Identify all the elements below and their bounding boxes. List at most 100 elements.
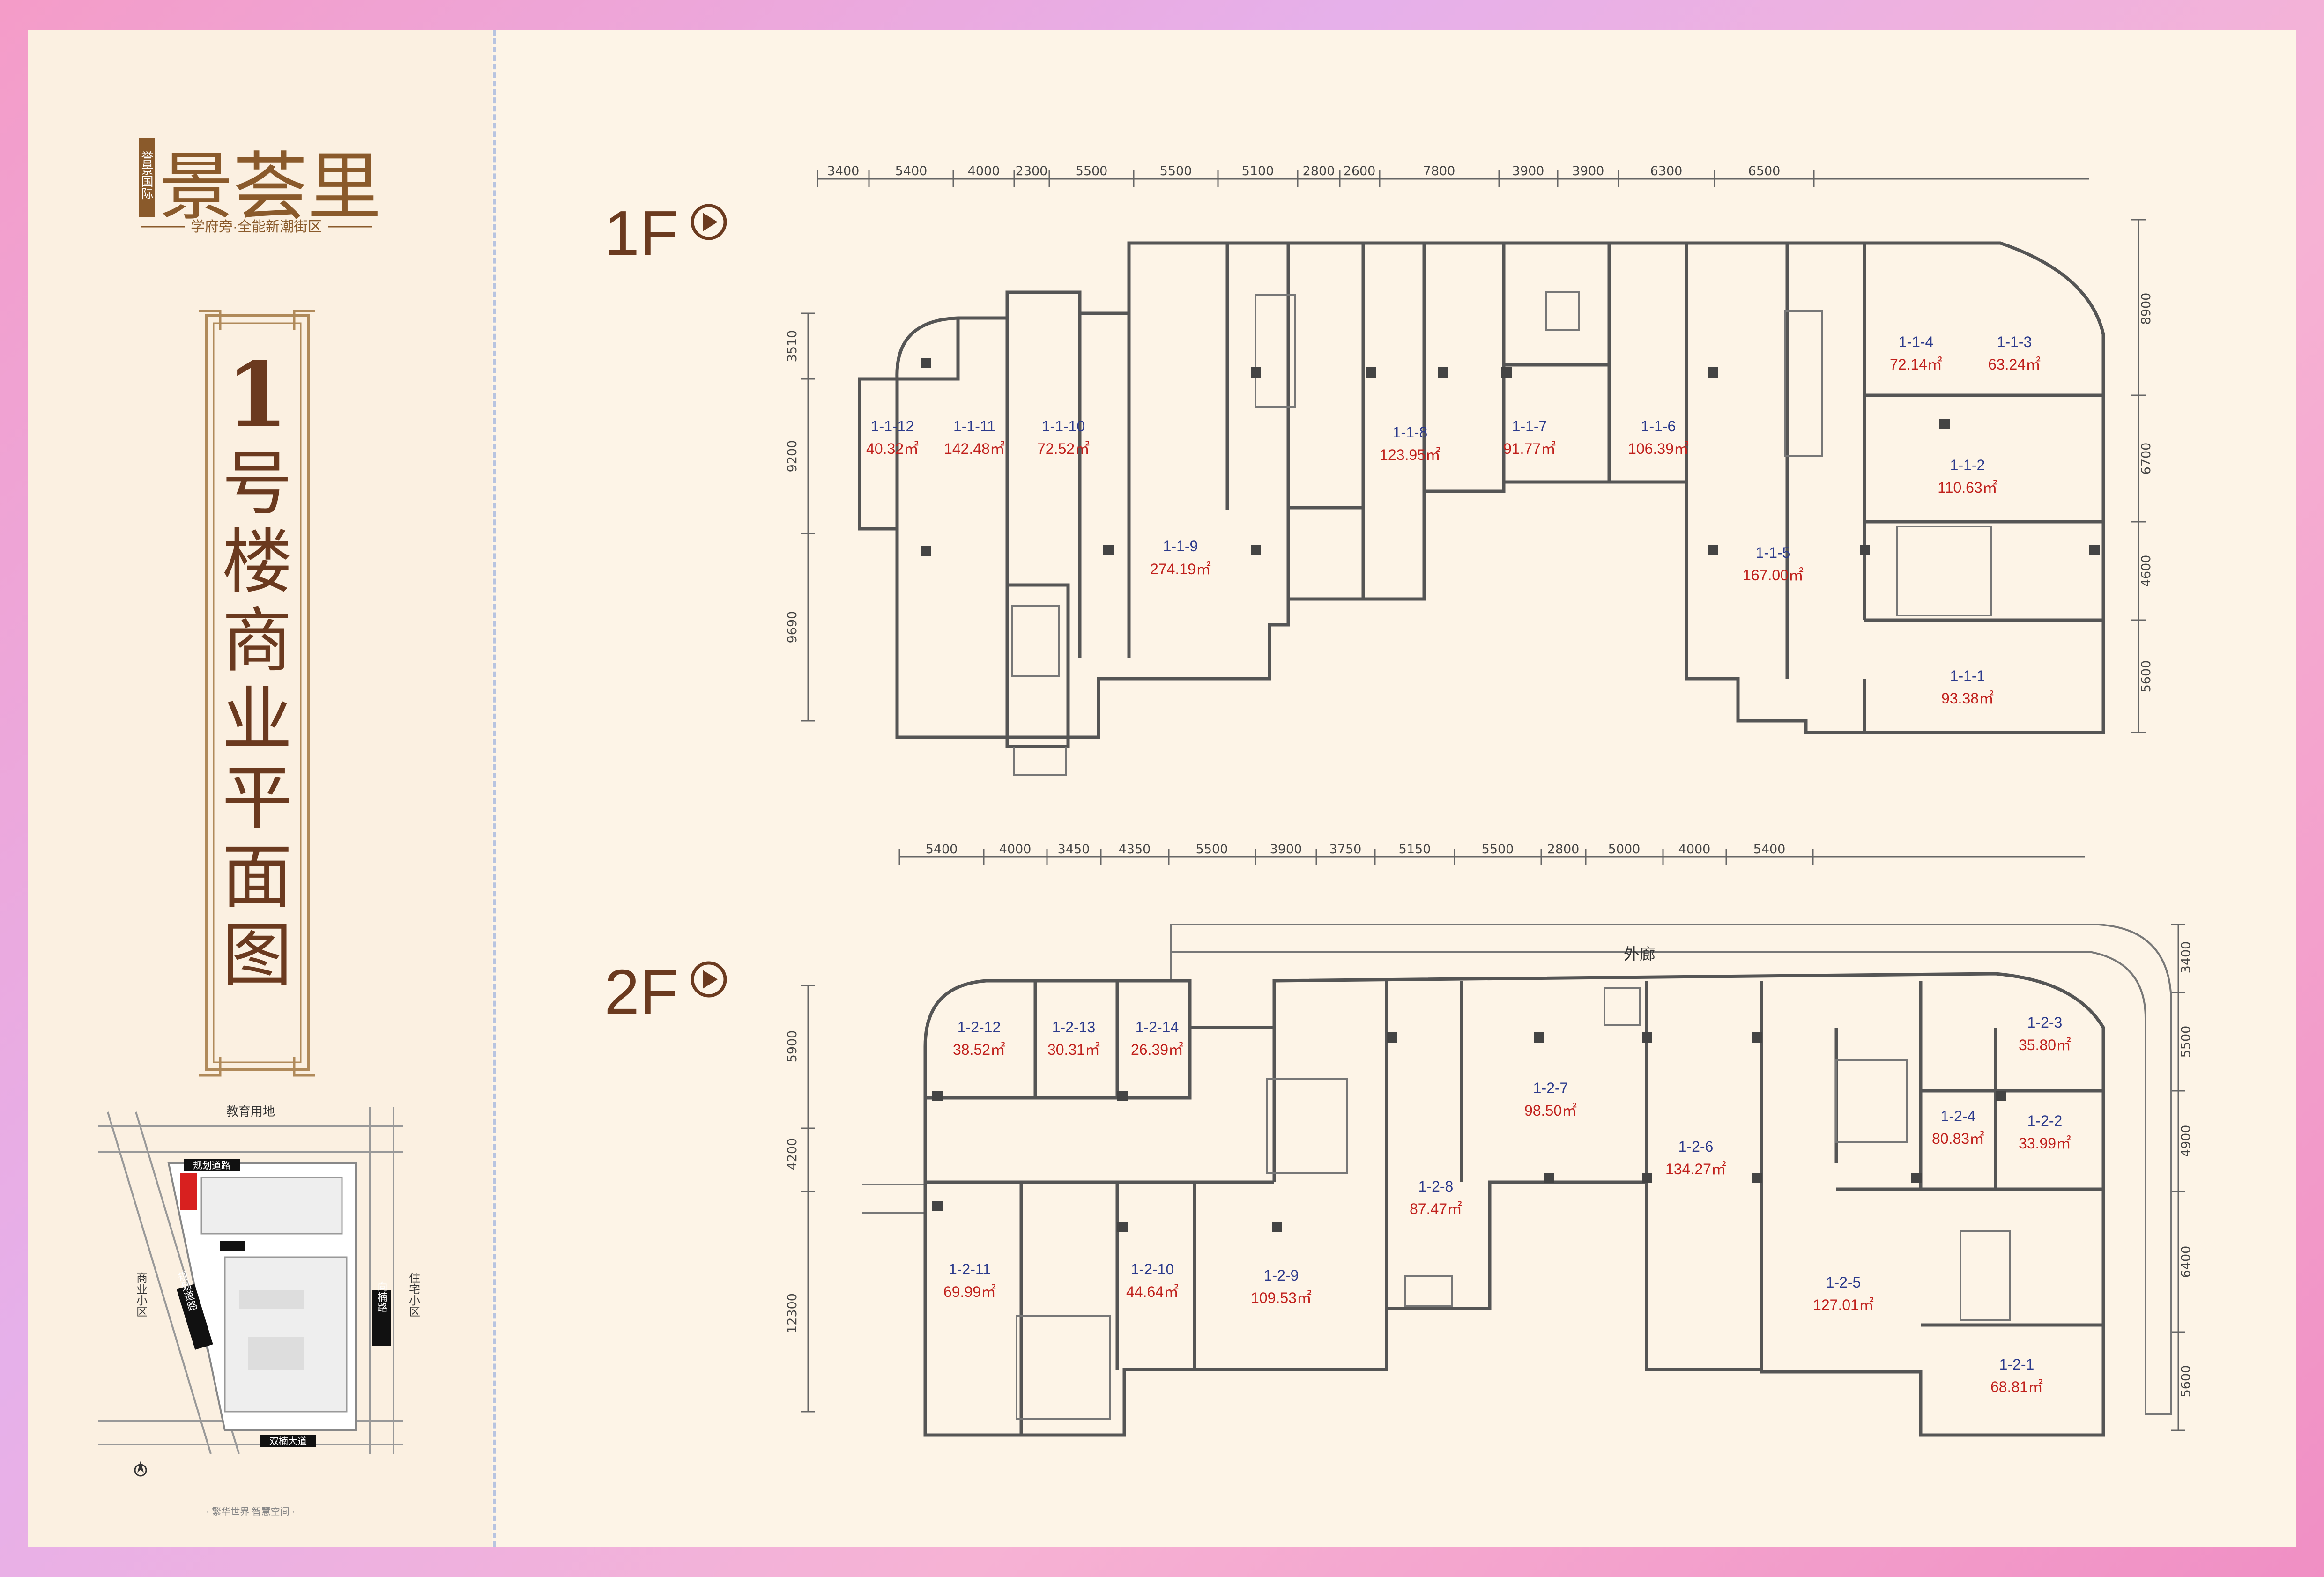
unit-area: 134.27㎡ [1665,1161,1726,1177]
site-road-right: 向楠路 [376,1281,388,1312]
north-arrow-icon [134,1461,147,1477]
dim-label: 2800 [1303,164,1335,178]
site-road-top: 规划道路 [193,1160,230,1171]
dim-label: 2600 [1344,164,1376,178]
dim-label: 5150 [1399,842,1431,857]
unit-area: 127.01㎡ [1813,1296,1874,1313]
unit-name: 1-1-11 [953,418,995,435]
dim-label: 4000 [968,164,1000,178]
dim-label: 4000 [1678,842,1711,857]
unit-name: 1-2-12 [958,1019,1001,1036]
dim-label: 9200 [785,440,800,473]
unit-name: 1-2-11 [949,1261,991,1278]
floor1-plan: 1F [604,164,2153,776]
dim-label: 3400 [2179,941,2193,974]
site-right-area: 住宅小区 [407,1272,420,1317]
dim-label: 6300 [1650,164,1683,178]
dim-label: 5400 [895,164,928,178]
unit-area: 109.53㎡ [1251,1289,1312,1306]
unit-name: 1-2-14 [1136,1019,1179,1036]
dim-label: 6700 [2139,443,2153,475]
unit-area: 72.52㎡ [1037,440,1090,457]
dim-label: 5400 [926,842,958,857]
dim-label: 5000 [1608,842,1641,857]
dim-label: 4200 [785,1138,800,1170]
title-char: 面 [222,837,292,918]
unit-name: 1-1-7 [1512,418,1547,435]
dim-label: 4900 [2179,1125,2193,1157]
unit-name: 1-1-2 [1950,457,1985,474]
unit-area: 87.47㎡ [1410,1200,1462,1217]
unit-area: 30.31㎡ [1047,1041,1100,1058]
dim-label: 5500 [1076,164,1108,178]
dashed-divider [493,30,496,1547]
unit-area: 167.00㎡ [1743,567,1804,584]
dim-label: 3510 [785,330,800,363]
site-top-label: 教育用地 [226,1104,275,1118]
unit-area: 68.81㎡ [1990,1378,2043,1395]
title-char: 图 [222,915,292,997]
dim-label: 4350 [1119,842,1151,857]
title-char: 商 [222,600,292,682]
unit-area: 44.64㎡ [1126,1283,1179,1300]
unit-area: 26.39㎡ [1131,1041,1183,1058]
dim-label: 3900 [1512,164,1544,178]
play-icon [691,204,727,240]
unit-area: 91.77㎡ [1503,440,1556,457]
brand-logo: 誉景国际 景荟里 学府旁·全能新潮街区 [139,138,381,235]
dim-label: 3450 [1058,842,1090,857]
play-icon [691,961,727,998]
dim-label: 5500 [1160,164,1192,178]
unit-name: 1-1-3 [1997,333,2032,350]
dim-label: 5100 [1242,164,1274,178]
brand-small-name: 誉景国际 [140,151,154,200]
dim-label: 3900 [1270,842,1302,857]
dim-label: 8900 [2139,293,2153,325]
title-char: 平 [222,758,292,839]
corridor-label: 外廊 [1624,946,1656,963]
unit-area: 274.19㎡ [1150,561,1211,577]
dim-label: 4600 [2139,555,2153,587]
dim-label: 5900 [785,1030,800,1063]
dim-label: 2300 [1016,164,1048,178]
site-footer: · 繁华世界 智慧空间 · [206,1506,295,1517]
site-map: 教育用地 规划道路 规划道路 向楠路 商业小区 住宅小区 双楠 [98,1104,420,1517]
unit-name: 1-2-6 [1678,1138,1714,1155]
dim-label: 5600 [2179,1365,2193,1398]
unit-area: 93.38㎡ [1941,690,1994,707]
floor2-plan: 2F 5400 [604,842,2193,1437]
site-left-area: 商业小区 [134,1272,148,1317]
unit-name: 1-2-10 [1131,1261,1174,1278]
floorplan-canvas: 誉景国际 景荟里 学府旁·全能新潮街区 1 号 楼 商 业 平 面 图 教育用地 [98,138,2193,1517]
dim-label: 5600 [2139,660,2153,693]
unit-area: 33.99㎡ [2019,1135,2071,1152]
dim-label: 5400 [1753,842,1786,857]
unit-name: 1-1-9 [1163,538,1198,555]
site-road-bottom: 双楠大道 [269,1436,307,1447]
unit-area: 80.83㎡ [1932,1130,1984,1147]
title-char: 号 [222,443,292,525]
unit-name: 1-1-6 [1641,418,1676,435]
dim-label: 5500 [2179,1026,2193,1058]
dim-label: 3400 [827,164,860,178]
unit-name: 1-2-7 [1533,1080,1568,1096]
dim-label: 6400 [2179,1246,2193,1278]
unit-area: 69.99㎡ [943,1283,996,1300]
unit-area: 98.50㎡ [1524,1102,1577,1119]
dim-label: 6500 [1748,164,1781,178]
page-frame: 誉景国际 景荟里 学府旁·全能新潮街区 1 号 楼 商 业 平 面 图 教育用地 [28,30,2296,1547]
title-char: 楼 [222,522,292,603]
title-char: 业 [222,679,292,761]
dim-label: 4000 [999,842,1032,857]
title-banner: 1 号 楼 商 业 平 面 图 [199,310,315,1077]
title-number: 1 [226,342,288,447]
unit-name: 1-2-13 [1052,1019,1096,1036]
dim-label: 2800 [1547,842,1580,857]
unit-name: 1-1-5 [1756,544,1791,561]
unit-name: 1-2-1 [1999,1356,2034,1373]
unit-area: 72.14㎡ [1890,356,1942,373]
brand-slogan: 学府旁·全能新潮街区 [191,219,322,235]
dim-label: 9690 [785,611,800,644]
dim-label: 7800 [1423,164,1455,178]
unit-area: 35.80㎡ [2019,1037,2071,1053]
